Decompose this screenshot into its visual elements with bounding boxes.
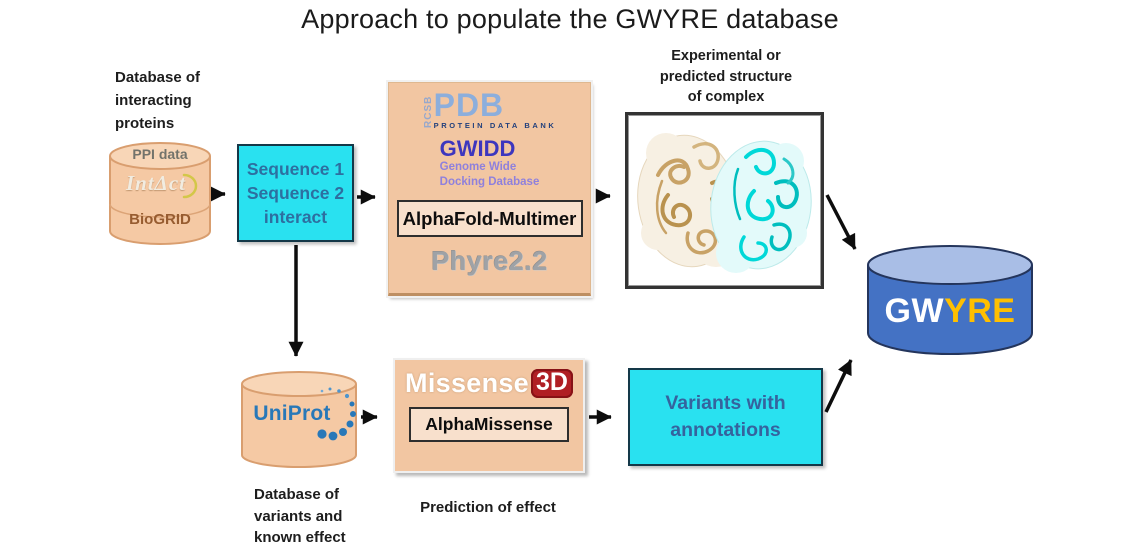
uniprot-cylinder-icon — [241, 371, 357, 468]
missense-text: Missense — [405, 368, 529, 398]
effect-prediction-box: Missense 3D AlphaMissense — [393, 358, 585, 473]
rcsb-vertical-text: RCSB — [422, 95, 434, 128]
arrow-structure-to-gwyre — [825, 194, 857, 250]
variants-annotations-box: Variants with annotations — [628, 368, 823, 466]
alphamissense-box: AlphaMissense — [409, 407, 569, 442]
protein-chain-cyan — [710, 140, 812, 273]
rcsb-pdb-logo: RCSB PDB PROTEIN DATA BANK — [422, 87, 557, 131]
gwyre-gw-text: GW — [884, 292, 945, 330]
sequence-interact-box: Sequence 1 Sequence 2 interact — [237, 144, 354, 242]
ppi-database-label: Database of interacting proteins — [115, 69, 201, 132]
structure-sources-box: RCSB PDB PROTEIN DATA BANK GWIDD Genome … — [388, 82, 591, 296]
intact-logo: IntΔct — [125, 171, 186, 195]
arrow-variants-to-gwyre — [824, 359, 853, 413]
pdb-logo-text: PDB — [433, 87, 505, 123]
intact-swoosh-icon — [182, 173, 198, 199]
phyre-logo: Phyre2.2 — [431, 246, 548, 277]
page-title: Approach to populate the GWYRE database — [301, 4, 839, 34]
gwyre-cylinder-icon — [867, 245, 1033, 355]
missense-3d-badge: 3D — [531, 369, 573, 398]
gwyre-label: GWYRE — [866, 292, 1034, 331]
protein-complex-image — [625, 112, 824, 289]
protein-complex-graphic — [637, 133, 812, 273]
variants-database-label: Database of variants and known effect — [254, 486, 346, 546]
gwidd-logo: GWIDD Genome Wide Docking Database — [439, 136, 540, 188]
biogrid-logo: BioGRID — [129, 211, 191, 228]
uniprot-logo: UniProt — [253, 402, 331, 425]
protein-data-bank-text: PROTEIN DATA BANK — [433, 121, 557, 131]
gwyre-yre-text: YRE — [944, 292, 1016, 330]
ppi-data-label: PPI data — [132, 146, 188, 162]
prediction-of-effect-label: Prediction of effect — [420, 499, 556, 516]
alphafold-multimer-box: AlphaFold-Multimer — [396, 200, 583, 238]
ppi-cylinder-icon — [109, 142, 211, 245]
uniprot-dots-icon — [317, 387, 356, 441]
missense3d-logo: Missense 3D — [405, 368, 573, 399]
structure-label: Experimental or predicted structure of c… — [659, 48, 793, 105]
